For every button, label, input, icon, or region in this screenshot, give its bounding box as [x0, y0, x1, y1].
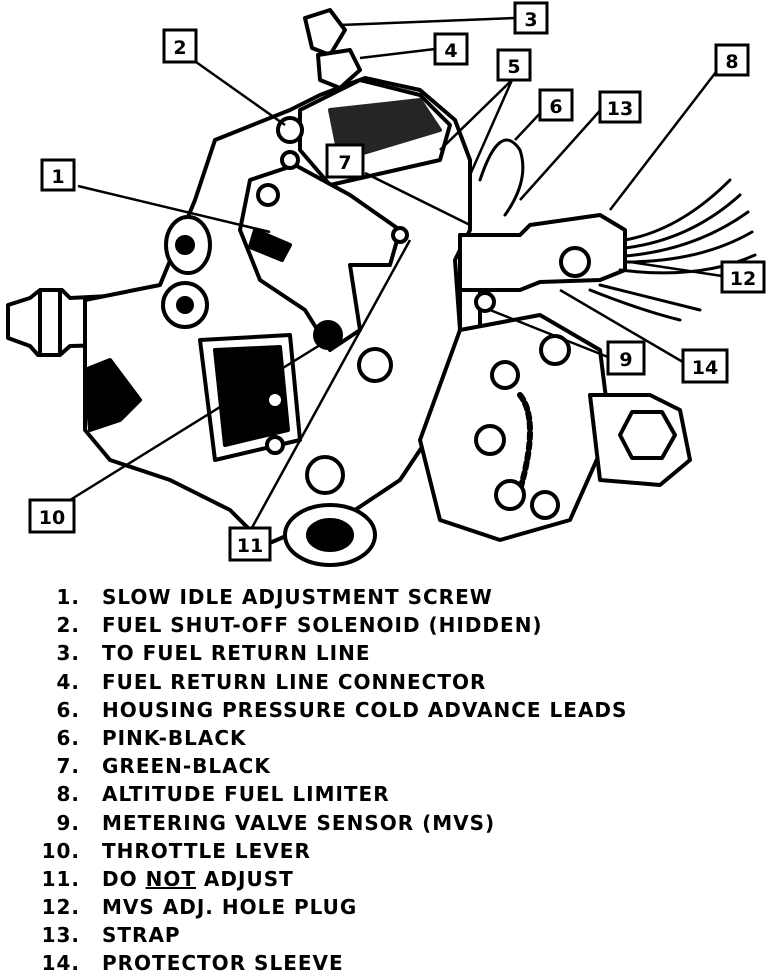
legend-item: 4.FUEL RETURN LINE CONNECTOR [56, 669, 487, 694]
svg-text:11: 11 [237, 535, 263, 557]
legend-item: 6.PINK-BLACK [56, 725, 247, 750]
pump-body [83, 76, 472, 547]
legend-item: 6.HOUSING PRESSURE COLD ADVANCE LEADS [56, 697, 628, 722]
throttle-lever [238, 163, 409, 352]
callouts: 1 2 3 4 5 6 7 8 9 10 11 12 13 14 [28, 1, 766, 562]
fuel-return-connector [276, 8, 362, 170]
legend-item: 8.ALTITUDE FUEL LIMITER [56, 782, 390, 807]
callout-10: 10 [28, 498, 76, 534]
svg-text:8: 8 [725, 51, 738, 73]
legend-item: 3.TO FUEL RETURN LINE [56, 641, 371, 666]
legend-item: 10.THROTTLE LEVER [41, 838, 311, 863]
legend-item: 7.GREEN-BLACK [56, 754, 271, 779]
svg-text:4: 4 [444, 40, 457, 62]
svg-text:9: 9 [619, 349, 632, 371]
callout-11: 11 [228, 526, 272, 562]
legend-item: 14.PROTECTOR SLEEVE [41, 951, 344, 976]
svg-text:5: 5 [507, 56, 520, 78]
svg-text:10: 10 [39, 507, 65, 529]
callout-7: 7 [325, 143, 365, 179]
output-shaft [588, 393, 692, 487]
svg-text:14: 14 [692, 357, 718, 379]
callout-2: 2 [162, 28, 198, 64]
callout-14: 14 [681, 348, 729, 384]
legend-text-part: DO [102, 866, 146, 891]
svg-text:3: 3 [524, 9, 537, 31]
legend-item: 13.STRAP [41, 923, 181, 948]
svg-text:13: 13 [607, 98, 633, 120]
parts-legend: 1.SLOW IDLE ADJUSTMENT SCREW 2.FUEL SHUT… [30, 583, 627, 978]
callout-6: 6 [538, 88, 574, 122]
side-bosses [161, 215, 285, 455]
svg-text:7: 7 [338, 152, 351, 174]
injection-pump-illustration: 1 2 3 4 5 6 7 8 9 10 11 12 13 14 [6, 1, 766, 567]
svg-text:6: 6 [549, 96, 562, 118]
svg-text:2: 2 [173, 37, 186, 59]
callout-9: 9 [606, 340, 646, 376]
legend-text-part: ADJUST [195, 866, 294, 891]
callout-4: 4 [433, 32, 469, 66]
mounting-boss [283, 347, 393, 567]
distributor-flange [418, 291, 612, 542]
legend-text-underlined: NOT [145, 866, 196, 891]
callout-1: 1 [40, 158, 76, 192]
legend-item: 1.SLOW IDLE ADJUSTMENT SCREW [56, 585, 493, 609]
svg-text:12: 12 [730, 268, 756, 290]
leader-lines [61, 16, 723, 536]
callout-12: 12 [720, 260, 766, 294]
callout-3: 3 [513, 1, 549, 35]
callout-8: 8 [714, 43, 750, 77]
svg-text:1: 1 [51, 166, 64, 188]
legend-item: 11.DO NOT ADJUST [41, 866, 294, 891]
legend-item: 12.MVS ADJ. HOLE PLUG [41, 895, 358, 920]
callout-13: 13 [598, 90, 642, 124]
legend-item: 9.METERING VALVE SENSOR (MVS) [56, 810, 496, 835]
callout-5: 5 [496, 48, 532, 82]
legend-item: 2.FUEL SHUT-OFF SOLENOID (HIDDEN) [56, 613, 543, 638]
